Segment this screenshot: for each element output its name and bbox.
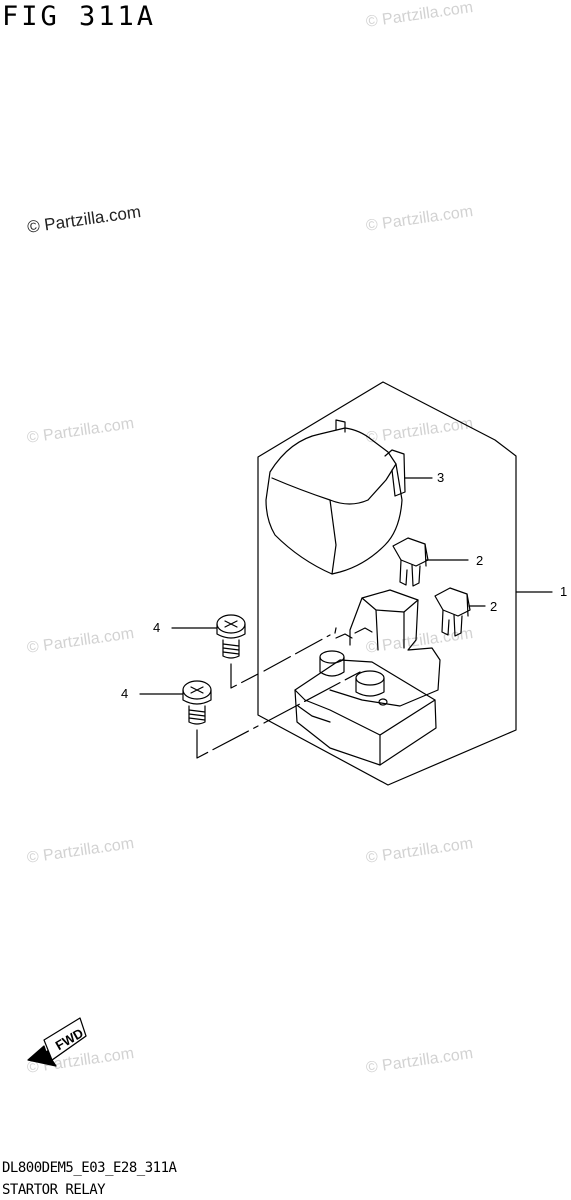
callout-1: 1 [560, 584, 568, 599]
starter-relay-body [294, 589, 441, 766]
callout-4: 4 [121, 686, 129, 701]
section-title: STARTOR RELAY [2, 1182, 106, 1198]
assembly-outline [257, 381, 517, 786]
fuse-upper [392, 537, 429, 587]
callout-2: 2 [490, 599, 498, 614]
callout-3: 3 [437, 470, 445, 485]
callout-2: 2 [476, 553, 484, 568]
screw-upper [216, 614, 246, 659]
relay-cover [265, 419, 406, 575]
alignment-line-upper [230, 627, 337, 689]
alignment-line-lower [196, 671, 361, 759]
forward-arrow-icon [27, 1017, 87, 1067]
fuse-lower [434, 587, 471, 637]
callout-4: 4 [153, 620, 161, 635]
figure-title: FIG 311A [2, 1, 157, 32]
screw-lower [182, 680, 212, 725]
model-code: DL800DEM5_E03_E28_311A [2, 1160, 177, 1176]
